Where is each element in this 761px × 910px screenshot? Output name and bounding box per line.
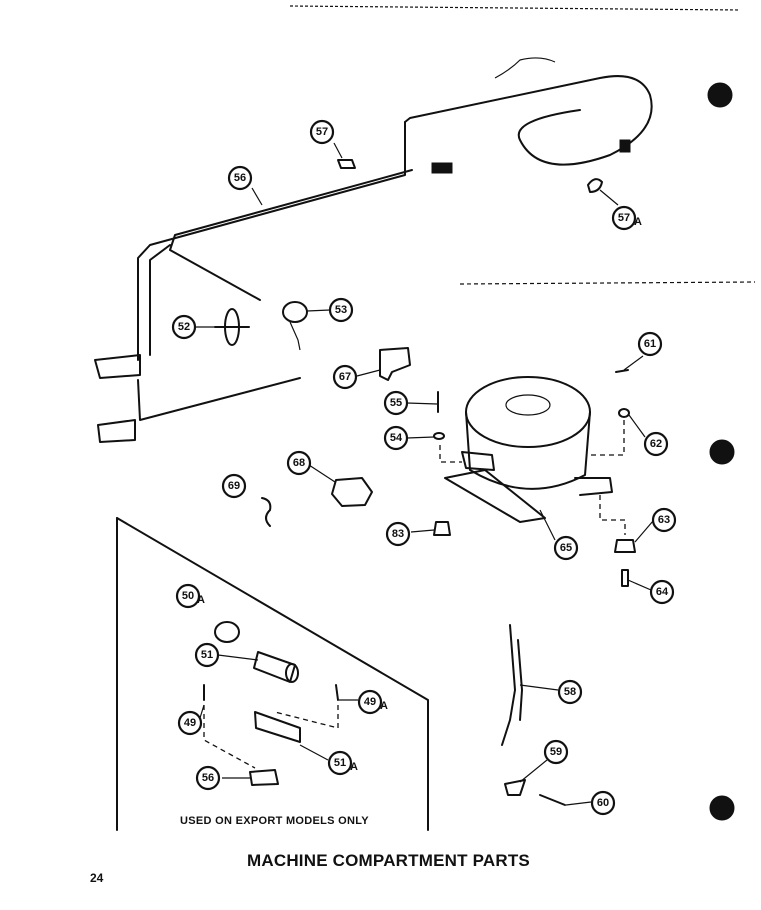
part-59 xyxy=(504,779,526,796)
export-frame xyxy=(116,517,429,831)
wiring-harness xyxy=(94,121,453,443)
part-67 xyxy=(379,347,411,381)
callout-62: 62 xyxy=(643,431,669,457)
part-58 xyxy=(501,624,523,746)
callout-54: 54 xyxy=(383,425,409,451)
callout-63-label: 63 xyxy=(658,514,670,526)
callout-63: 63 xyxy=(651,507,677,533)
callout-51a: 51 A xyxy=(327,750,358,776)
callout-58-label: 58 xyxy=(564,686,576,698)
callout-54-label: 54 xyxy=(390,432,403,444)
part-52 xyxy=(214,308,250,346)
callout-68-label: 68 xyxy=(293,457,305,469)
callout-60-label: 60 xyxy=(597,797,609,809)
compressor xyxy=(444,376,613,523)
part-51 xyxy=(253,651,299,683)
binder-hole-1 xyxy=(707,82,733,108)
callout-55: 55 xyxy=(383,390,409,416)
callout-56-label: 56 xyxy=(234,172,246,184)
callout-56: 56 xyxy=(227,165,253,191)
power-cord xyxy=(404,57,653,166)
callout-57-label: 57 xyxy=(316,126,328,138)
part-62 xyxy=(618,408,630,418)
part-63 xyxy=(614,539,636,553)
callout-50a-label: 50 xyxy=(182,590,194,602)
part-53 xyxy=(282,301,308,351)
callout-51-label: 51 xyxy=(201,649,213,661)
callout-50a-suffix: A xyxy=(197,594,205,606)
callout-64-label: 64 xyxy=(656,586,669,598)
callout-52-label: 52 xyxy=(178,321,190,333)
callout-51a-label: 51 xyxy=(334,757,346,769)
callout-55-label: 55 xyxy=(390,397,402,409)
part-61 xyxy=(615,369,629,373)
part-60 xyxy=(539,794,566,806)
callout-56-bracket: 56 xyxy=(195,765,221,791)
callout-60: 60 xyxy=(590,790,616,816)
callout-51: 51 xyxy=(194,642,220,668)
callout-67-label: 67 xyxy=(339,371,351,383)
callout-53-label: 53 xyxy=(335,304,347,316)
callout-69-label: 69 xyxy=(228,480,240,492)
part-54 xyxy=(433,432,445,440)
page-title: MACHINE COMPARTMENT PARTS xyxy=(247,851,530,870)
callout-61: 61 xyxy=(637,331,663,357)
callout-62-label: 62 xyxy=(650,438,662,450)
callout-49-label: 49 xyxy=(184,717,196,729)
callout-57a-suffix: A xyxy=(634,216,642,228)
part-50a xyxy=(214,621,240,643)
callout-59-label: 59 xyxy=(550,746,562,758)
callout-67: 67 xyxy=(332,364,358,390)
callout-56b-label: 56 xyxy=(202,772,214,784)
callout-49a-suffix: A xyxy=(380,700,388,712)
callout-65: 65 xyxy=(553,535,579,561)
callout-53: 53 xyxy=(328,297,354,323)
part-49a xyxy=(335,684,339,701)
callout-83-label: 83 xyxy=(392,528,404,540)
part-57a xyxy=(587,178,603,193)
part-51a xyxy=(254,711,301,743)
callout-69: 69 xyxy=(221,473,247,499)
callout-58: 58 xyxy=(557,679,583,705)
binder-hole-2 xyxy=(709,439,735,465)
binder-hole-3 xyxy=(709,795,735,821)
callout-57a-label: 57 xyxy=(618,212,630,224)
callout-65-label: 65 xyxy=(560,542,572,554)
callout-49: 49 xyxy=(177,710,203,736)
callout-61-label: 61 xyxy=(644,338,656,350)
callout-57a: 57 A xyxy=(611,205,642,231)
part-57 xyxy=(337,159,356,169)
callout-64: 64 xyxy=(649,579,675,605)
callout-51a-suffix: A xyxy=(350,761,358,773)
callout-57: 57 xyxy=(309,119,335,145)
export-models-note: USED ON EXPORT MODELS ONLY xyxy=(180,815,369,827)
part-56-bracket xyxy=(249,769,279,786)
callout-49a-label: 49 xyxy=(364,696,376,708)
part-68 xyxy=(331,477,373,507)
callout-59: 59 xyxy=(543,739,569,765)
scan-artifacts xyxy=(289,5,756,821)
leader-lines xyxy=(196,142,654,806)
callout-83: 83 xyxy=(385,521,411,547)
page-number: 24 xyxy=(90,871,104,885)
callout-68: 68 xyxy=(286,450,312,476)
part-83 xyxy=(433,521,451,536)
callout-52: 52 xyxy=(171,314,197,340)
part-69 xyxy=(261,497,272,527)
callout-49a: 49 A xyxy=(357,689,388,715)
part-64 xyxy=(621,569,629,587)
